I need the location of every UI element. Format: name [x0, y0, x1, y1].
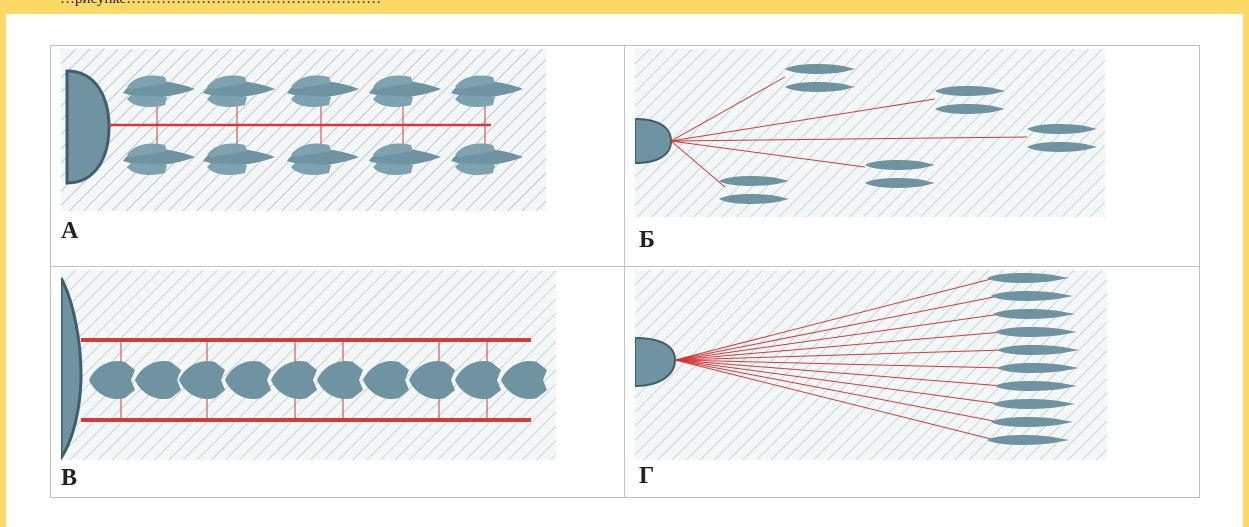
top-banner: …рисунке……………………………………………: [0, 0, 1249, 14]
horizontal-divider: [51, 266, 1199, 267]
banner-text: …рисунке……………………………………………: [60, 0, 381, 8]
panel-d-label: Г: [639, 463, 655, 489]
figure-frame: А: [50, 45, 1200, 498]
panel-b-label: Б: [639, 227, 655, 253]
right-border: [1243, 14, 1249, 527]
panel-b-diagram: [635, 49, 1105, 217]
panel-c-label: В: [61, 465, 78, 491]
panel-c-diagram: [61, 270, 556, 460]
panel-a-label: А: [61, 218, 79, 244]
vertical-divider: [624, 46, 625, 497]
panel-a-diagram: [61, 49, 546, 211]
panel-d-diagram: [635, 270, 1107, 460]
left-border: [0, 14, 6, 527]
